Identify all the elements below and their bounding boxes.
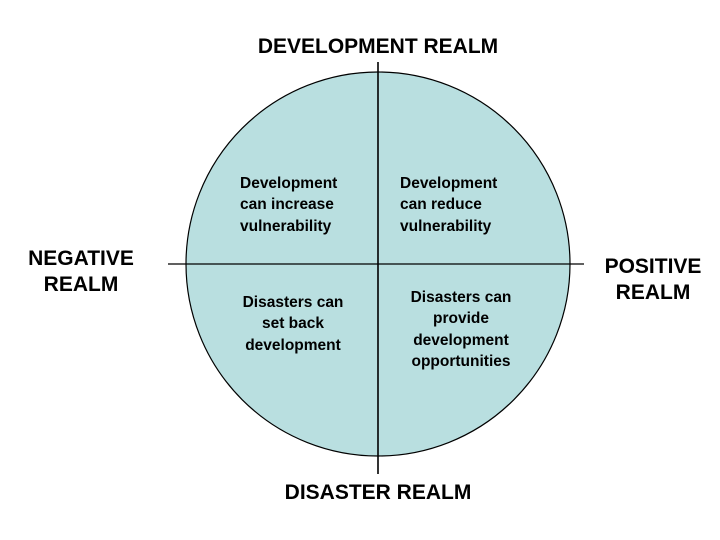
negative-realm-label: NEGATIVE REALM xyxy=(8,246,154,299)
disaster-realm-label: DISASTER REALM xyxy=(284,481,472,504)
development-realm-label: DEVELOPMENT REALM xyxy=(257,35,499,58)
positive-realm-line-1: POSITIVE xyxy=(604,255,702,278)
quadrant-top-left-text: Development can increase vulnerability xyxy=(240,175,338,235)
negative-realm-line-2: REALM xyxy=(43,273,119,297)
quadrant-bottom-left-text: Disasters can set back development xyxy=(242,294,344,354)
positive-realm-label: POSITIVE REALM xyxy=(588,254,718,307)
positive-realm-line-2: REALM xyxy=(615,281,691,305)
quadrant-bottom-right-text: Disasters can provide development opport… xyxy=(410,289,512,371)
negative-realm-line-1: NEGATIVE xyxy=(28,247,134,270)
quadrant-top-right-text: Development can reduce vulnerability xyxy=(400,175,498,235)
